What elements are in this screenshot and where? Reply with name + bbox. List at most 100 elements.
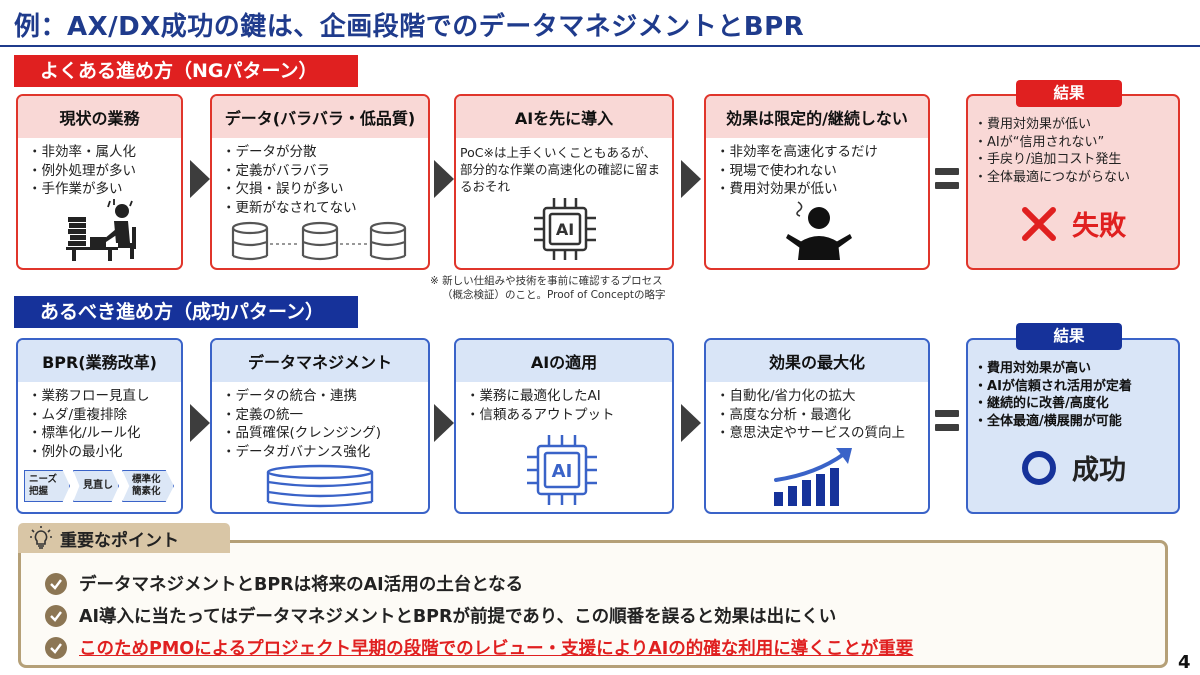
- card-bullet-list: 自動化/省力化の拡大 高度な分析・最適化 意思決定やサービスの質向上: [716, 387, 922, 443]
- ng-card-fragmented-data: データ(バラバラ・低品質) データが分散 定義がバラバラ 欠損・誤りが多い 更新…: [210, 94, 430, 270]
- list-item: 自動化/省力化の拡大: [716, 387, 922, 406]
- check-icon: [45, 636, 67, 659]
- list-item: 更新がなされてない: [222, 199, 422, 218]
- scattered-databases-icon: [231, 221, 407, 261]
- confused-person-icon: [786, 201, 852, 260]
- ok-result-tag: 結果: [1016, 323, 1122, 350]
- key-point-text: このためPMOによるプロジェクト早期の段階でのレビュー・支援によりAIの的確な利…: [79, 639, 914, 659]
- step-review: 見直し: [73, 470, 119, 502]
- ai-chip-icon: AI: [534, 198, 596, 260]
- card-heading: 現状の業務: [18, 96, 181, 138]
- card-bullet-list: データの統合・連携 定義の統一 品質確保(クレンジング) データガバナンス強化: [222, 387, 422, 461]
- list-item: 手戻り/追加コスト発生: [974, 151, 1174, 169]
- flow-arrow-icon: [190, 404, 210, 442]
- step-standardize: 標準化簡素化: [122, 470, 174, 502]
- equals-sign-icon: [935, 168, 959, 175]
- result-bullet-list: 費用対効果が低い AIが“信用されない” 手戻り/追加コスト発生 全体最適につな…: [974, 116, 1174, 186]
- card-heading: AIを先に導入: [456, 96, 672, 138]
- ok-card-ai-application: AIの適用 業務に最適化したAI 信頼あるアウトプット AI: [454, 338, 674, 514]
- flow-arrow-icon: [681, 160, 701, 198]
- list-item: 業務に最適化したAI: [466, 387, 666, 406]
- cross-mark-icon: [1022, 206, 1056, 241]
- card-bullet-list: 非効率を高速化するだけ 現場で使われない 費用対効果が低い: [716, 143, 922, 199]
- verdict-text: 失敗: [1072, 211, 1126, 242]
- list-item: 信頼あるアウトプット: [466, 406, 666, 425]
- list-item: 定義がバラバラ: [222, 162, 422, 181]
- flow-arrow-icon: [434, 404, 454, 442]
- ok-result-box: 費用対効果が高い AIが信頼され活用が定着 継続的に改善/高度化 全体最適/横展…: [966, 338, 1180, 514]
- ng-result-tag: 結果: [1016, 80, 1122, 107]
- footnote-line: ※ 新しい仕組みや技術を事前に確認するプロセス: [430, 275, 663, 287]
- verdict-text: 成功: [1072, 455, 1126, 486]
- ng-card-limited-effect: 効果は限定的/継続しない 非効率を高速化するだけ 現場で使われない 費用対効果が…: [704, 94, 930, 270]
- list-item: 高度な分析・最適化: [716, 406, 922, 425]
- chip-label: AI: [556, 220, 574, 239]
- flow-arrow-icon: [681, 404, 701, 442]
- result-bullet-list: 費用対効果が高い AIが信頼され活用が定着 継続的に改善/高度化 全体最適/横展…: [974, 360, 1174, 430]
- card-bullet-list: 業務に最適化したAI 信頼あるアウトプット: [466, 387, 666, 424]
- card-heading: AIの適用: [456, 340, 672, 382]
- footnote-line: （概念検証）のこと。Proof of Conceptの略字: [442, 289, 666, 301]
- list-item: 欠損・誤りが多い: [222, 180, 422, 199]
- page-number: 4: [1178, 652, 1191, 673]
- key-point-3: このためPMOによるプロジェクト早期の段階でのレビュー・支援によりAIの的確な利…: [45, 635, 913, 660]
- list-item: 業務フロー見直し: [28, 387, 175, 406]
- flow-arrow-icon: [434, 160, 454, 198]
- list-item: AIが“信用されない”: [974, 134, 1174, 152]
- card-description: PoC※は上手くいくこともあるが、部分的な作業の高速化の確認に留まるおそれ: [460, 145, 661, 194]
- ai-chip-icon: AI: [527, 435, 597, 505]
- ng-result-box: 費用対効果が低い AIが“信用されない” 手戻り/追加コスト発生 全体最適につな…: [966, 94, 1180, 270]
- list-item: 定義の統一: [222, 406, 422, 425]
- ng-card-current-work: 現状の業務 非効率・属人化 例外処理が多い 手作業が多い: [16, 94, 183, 270]
- card-bullet-list: データが分散 定義がバラバラ 欠損・誤りが多い 更新がなされてない: [222, 143, 422, 217]
- ng-pattern-label: よくある進め方（NGパターン）: [14, 55, 358, 87]
- card-bullet-list: 業務フロー見直し ムダ/重複排除 標準化/ルール化 例外の最小化: [28, 387, 175, 461]
- card-heading: 効果の最大化: [706, 340, 928, 382]
- card-heading: データ(バラバラ・低品質): [212, 96, 428, 138]
- list-item: 費用対効果が低い: [974, 116, 1174, 134]
- card-heading: BPR(業務改革): [18, 340, 181, 382]
- circle-mark-icon: [1022, 450, 1056, 485]
- key-point-2: AI導入に当たってはデータマネジメントとBPRが前提であり、この順番を誤ると効果…: [45, 603, 836, 628]
- list-item: 標準化/ルール化: [28, 424, 175, 443]
- list-item: ムダ/重複排除: [28, 406, 175, 425]
- key-points-box: データマネジメントとBPRは将来のAI活用の土台となる AI導入に当たってはデー…: [18, 540, 1168, 668]
- equals-sign-icon: [935, 410, 959, 417]
- overworked-person-icon: [66, 199, 136, 261]
- list-item: データが分散: [222, 143, 422, 162]
- ng-card-ai-first: AIを先に導入 PoC※は上手くいくこともあるが、部分的な作業の高速化の確認に留…: [454, 94, 674, 270]
- ng-verdict: 失敗: [968, 204, 1178, 243]
- unified-database-icon: [266, 464, 374, 508]
- step-needs: ニーズ把握: [24, 470, 70, 502]
- list-item: 費用対効果が低い: [716, 180, 922, 199]
- key-points-tab: 重要なポイント: [18, 523, 230, 553]
- list-item: データの統合・連携: [222, 387, 422, 406]
- equals-sign-icon: [935, 424, 959, 431]
- ok-verdict: 成功: [968, 448, 1178, 487]
- key-point-text: AI導入に当たってはデータマネジメントとBPRが前提であり、この順番を誤ると効果…: [79, 607, 837, 627]
- list-item: 例外処理が多い: [28, 162, 175, 181]
- success-pattern-label: あるべき進め方（成功パターン）: [14, 296, 358, 328]
- chip-label: AI: [552, 461, 573, 482]
- list-item: 現場で使われない: [716, 162, 922, 181]
- flow-arrow-icon: [190, 160, 210, 198]
- key-point-1: データマネジメントとBPRは将来のAI活用の土台となる: [45, 571, 523, 596]
- list-item: 継続的に改善/高度化: [974, 395, 1174, 413]
- lightbulb-icon: [30, 526, 52, 549]
- key-points-title: 重要なポイント: [60, 530, 179, 551]
- equals-sign-icon: [935, 182, 959, 189]
- page-title: 例：AX/DX成功の鍵は、企画段階でのデータマネジメントとBPR: [14, 12, 805, 42]
- poc-footnote: ※ 新しい仕組みや技術を事前に確認するプロセス （概念検証）のこと。Proof …: [430, 274, 666, 302]
- title-underline: [0, 45, 1200, 47]
- list-item: 非効率を高速化するだけ: [716, 143, 922, 162]
- card-heading: データマネジメント: [212, 340, 428, 382]
- list-item: 意思決定やサービスの質向上: [716, 424, 922, 443]
- ok-card-data-management: データマネジメント データの統合・連携 定義の統一 品質確保(クレンジング) デ…: [210, 338, 430, 514]
- check-icon: [45, 572, 67, 595]
- list-item: 品質確保(クレンジング): [222, 424, 422, 443]
- ok-card-maximize-effect: 効果の最大化 自動化/省力化の拡大 高度な分析・最適化 意思決定やサービスの質向…: [704, 338, 930, 514]
- list-item: 例外の最小化: [28, 443, 175, 462]
- card-bullet-list: 非効率・属人化 例外処理が多い 手作業が多い: [28, 143, 175, 199]
- card-heading: 効果は限定的/継続しない: [706, 96, 928, 138]
- list-item: AIが信頼され活用が定着: [974, 378, 1174, 396]
